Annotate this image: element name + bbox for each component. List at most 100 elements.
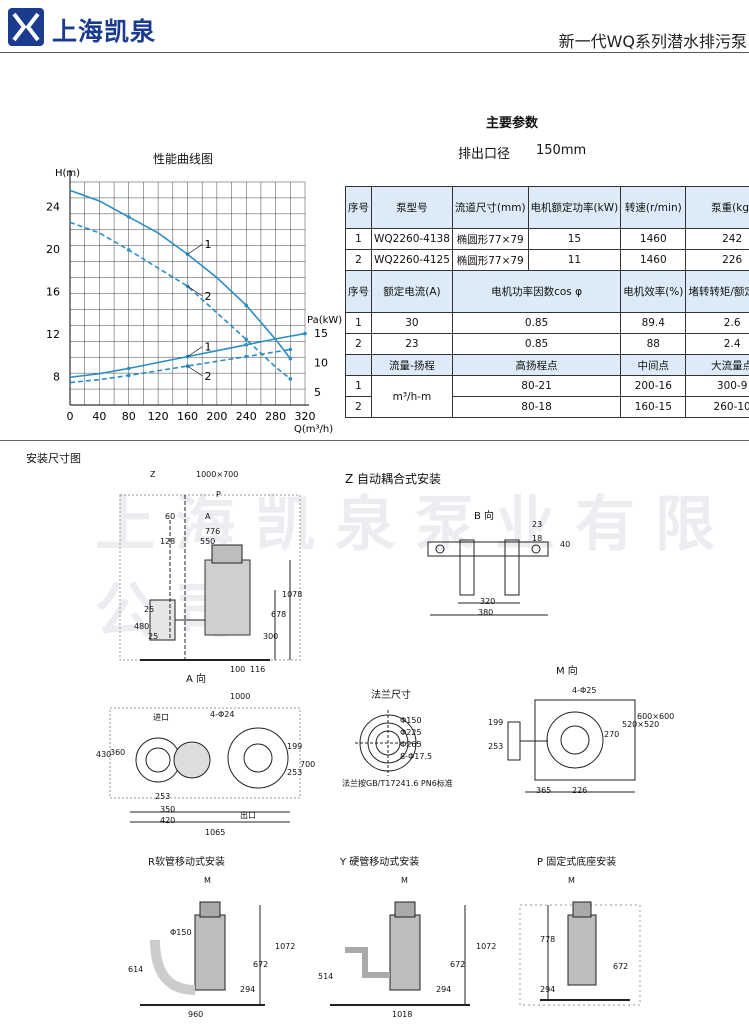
dimension-label: 1000×700	[196, 470, 239, 479]
flange-dim-2: Φ225	[400, 728, 422, 737]
dimension-label: 614	[128, 965, 144, 974]
series-leader	[187, 243, 203, 255]
a-view-drawing	[109, 707, 301, 823]
dimension-label: 4-Φ24	[210, 710, 235, 719]
dimension-label: 4-Φ25	[572, 686, 597, 695]
series-line	[69, 221, 291, 380]
r-install-drawing	[140, 901, 265, 1006]
dimension-label: A	[205, 512, 211, 521]
series-point	[244, 337, 249, 342]
x-tick-label: 0	[67, 410, 74, 423]
y2-axis-label: Pa(kW)	[307, 315, 342, 326]
series-label: 2	[205, 290, 212, 303]
params-cell: 泵重(kg)	[685, 186, 749, 229]
series-point	[244, 303, 249, 308]
outlet-value: 150mm	[536, 143, 587, 158]
dimension-label: 380	[478, 608, 494, 617]
params-cell: 序号	[345, 186, 372, 229]
dimension-label: 430	[96, 750, 112, 759]
dimension-label: 进口	[153, 713, 169, 722]
params-cell: 0.85	[451, 312, 622, 334]
z-title: Z 自动耦合式安装	[345, 472, 442, 486]
dimension-label: 600×600	[637, 712, 675, 721]
params-cell: WQ2260-4125	[371, 249, 453, 271]
y-title: Y 硬管移动式安装	[340, 857, 420, 868]
y-install-drawing	[330, 901, 470, 1006]
series-title: 新一代WQ系列潜水排污泵	[558, 32, 747, 51]
dimension-label: 672	[253, 960, 269, 969]
params-cell: 中间点	[620, 354, 687, 376]
dimension-label: M	[568, 876, 575, 885]
series-point	[303, 331, 307, 336]
section-divider	[0, 440, 749, 441]
dimension-label: 100	[230, 665, 246, 674]
m-view-drawing	[507, 699, 636, 793]
dimension-label: 678	[271, 610, 287, 619]
dimension-label: 40	[560, 540, 571, 549]
x-tick-label: 240	[236, 410, 257, 423]
series-leader	[187, 285, 203, 297]
dimension-label: 1072	[275, 942, 296, 951]
x-tick-label: 40	[92, 410, 106, 423]
flange-dim-1: Φ150	[400, 716, 422, 725]
series-point	[126, 248, 131, 252]
dimension-label: 294	[436, 985, 452, 994]
b-view-drawing	[427, 539, 549, 616]
dimension-label: 320	[480, 597, 496, 606]
dimension-label: 672	[450, 960, 466, 969]
dimension-label: 520×520	[622, 720, 660, 729]
flange-drawing	[355, 710, 421, 776]
y-tick-label: 16	[46, 286, 60, 299]
params-row: 流量-扬程高扬程点中间点大流量点	[345, 354, 749, 376]
dimension-label: Z	[150, 470, 156, 479]
params-cell: 160-15	[620, 396, 687, 418]
params-cell: 电机额定功率(kW)	[527, 186, 622, 229]
dimension-label: 778	[540, 935, 556, 944]
params-cell: 242	[685, 228, 749, 250]
dimension-label: 550	[200, 537, 216, 546]
m-view-label: M 向	[556, 666, 578, 677]
flange-note: 法兰按GB/T17241.6 PN6标准	[342, 779, 453, 788]
r-title: R软管移动式安装	[148, 857, 225, 868]
dimension-label: 18	[532, 534, 543, 543]
series-label: 1	[205, 341, 212, 354]
x-tick-label: 160	[177, 410, 198, 423]
z-install-drawing	[119, 494, 301, 661]
params-row: 序号泵型号流道尺寸(mm)电机额定功率(kW)转速(r/min)泵重(kg)	[345, 186, 749, 229]
install-title: 安装尺寸图	[26, 452, 81, 465]
params-cell: 260-10	[685, 396, 749, 418]
series-point	[126, 373, 131, 378]
company-name: 上海凯泉	[52, 17, 157, 46]
x-tick-label: 280	[265, 410, 286, 423]
params-cell: 大流量点	[685, 354, 749, 376]
series-point	[126, 215, 131, 219]
dimension-label: M	[204, 876, 211, 885]
flange-title: 法兰尺寸	[371, 690, 411, 701]
dimension-label: 1065	[205, 828, 226, 837]
dimension-label: 23	[532, 520, 543, 529]
dimension-label: 300	[263, 632, 279, 641]
series-leader	[187, 346, 203, 357]
dimension-label: 116	[250, 665, 266, 674]
params-cell: 2	[345, 396, 372, 418]
x-tick-label: 80	[122, 410, 136, 423]
y2-tick-label: 10	[314, 357, 328, 370]
dimension-label: 253	[155, 792, 171, 801]
dimension-label: 25	[144, 605, 155, 614]
dimension-label: 1072	[476, 942, 497, 951]
p-install-drawing	[519, 901, 641, 1006]
params-cell: 电机功率因数cos φ	[451, 270, 622, 313]
params-cell: m³/h-m	[371, 375, 453, 418]
params-cell: 300-9	[685, 375, 749, 397]
y2-tick-label: 5	[314, 386, 321, 399]
dimension-label: P	[216, 490, 221, 499]
params-cell: 额定电流(A)	[371, 270, 453, 313]
params-cell: 转速(r/min)	[620, 186, 687, 229]
dimension-label: 226	[572, 786, 588, 795]
header-rule	[0, 52, 749, 53]
